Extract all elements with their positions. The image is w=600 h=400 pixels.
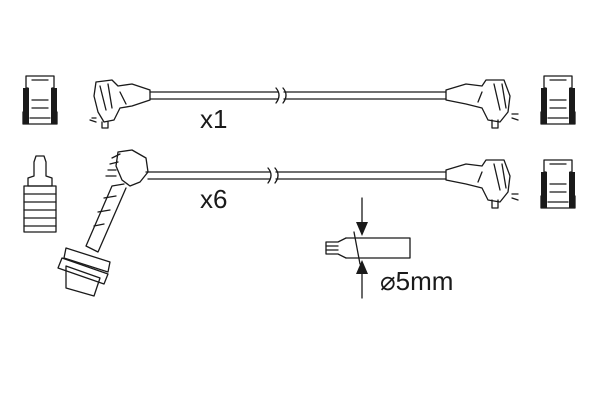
cable-cross-section-icon bbox=[325, 197, 411, 299]
quantity-label-set-1: x1 bbox=[200, 104, 228, 134]
boot-cap-icon-right-bottom bbox=[540, 159, 576, 209]
cable-set-2 bbox=[57, 149, 519, 297]
distributor-terminal-icon-left-1 bbox=[89, 79, 151, 129]
quantity-label-set-2: x6 bbox=[200, 184, 228, 214]
spark-plug-connector-icon bbox=[57, 149, 149, 297]
boot-cap-icon-right-top bbox=[540, 75, 576, 125]
boot-cap-icon-left-top bbox=[22, 75, 58, 125]
diameter-label: ⌀5mm bbox=[380, 266, 454, 296]
cable-set-1 bbox=[89, 79, 519, 129]
distributor-terminal-icon-right-2 bbox=[445, 159, 519, 209]
straight-plug-boot-icon bbox=[23, 155, 57, 233]
distributor-terminal-icon-right-1 bbox=[445, 79, 519, 129]
